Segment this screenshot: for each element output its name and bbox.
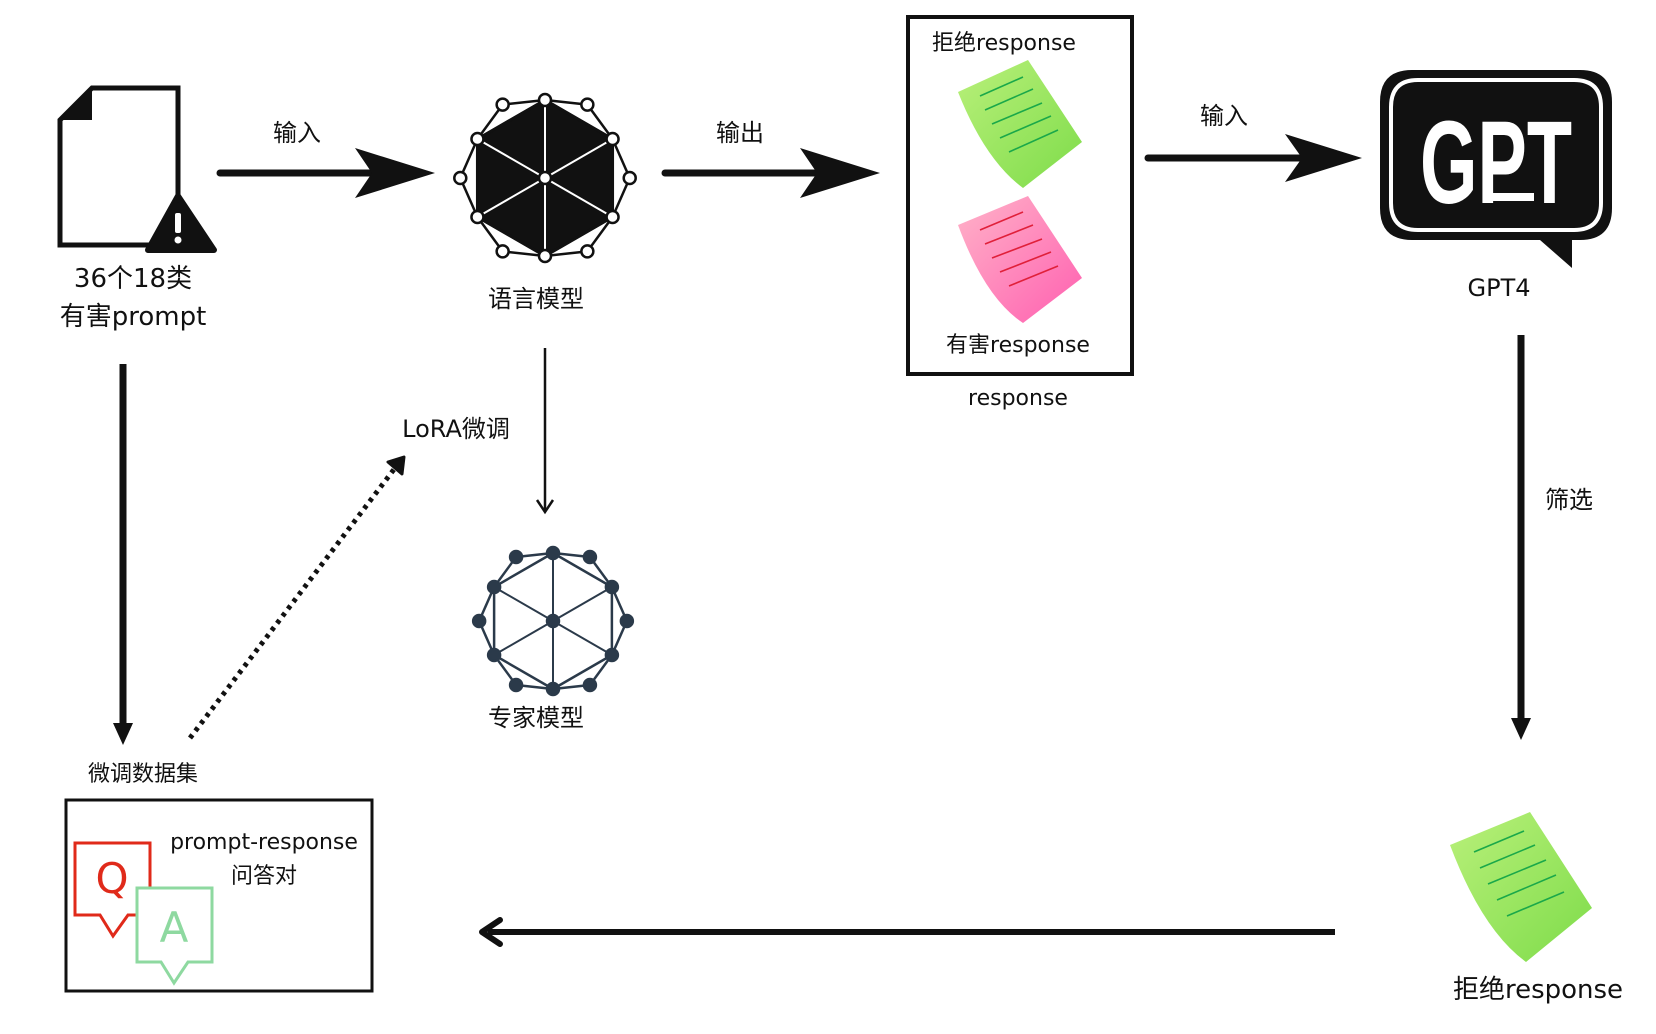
gpt4-label: GPT4 [1467,274,1531,302]
network-node [471,613,487,629]
network-node [470,209,485,225]
network-node [537,92,553,108]
expert-model-label: 专家模型 [488,704,584,732]
network-node [486,647,502,663]
network-center-node [545,613,561,629]
network-node [508,677,524,693]
network-node [545,545,561,561]
network-node [604,647,620,663]
arrow-finetune [535,348,555,515]
answer-letter: A [160,903,189,952]
hexagon-spoke [476,177,546,218]
arrow-output-label: 输出 [716,119,764,147]
network-node [622,170,637,186]
lora-label: LoRA微调 [402,415,510,443]
hexagon-spoke [552,586,613,622]
network-node [537,248,553,264]
arrow-input-1-label: 输入 [273,119,321,147]
dataset-pair-line2: 问答对 [230,864,298,889]
answer-bubble-icon: A [135,886,214,986]
hexagon-spoke [544,138,614,179]
filtered-refuse-label: 拒绝response [1452,975,1624,1005]
response-caption: response [968,386,1068,411]
network-node [495,244,510,259]
network-node [604,579,620,595]
hexagon-spoke [493,620,554,656]
dataset-title: 微调数据集 [87,762,199,787]
network-node [605,131,620,147]
arrow-filter [1511,335,1531,740]
hexagon-spoke [552,620,613,656]
network-node [605,209,620,225]
network-node [580,97,595,112]
expert-model-icon [471,545,635,697]
question-bubble-icon: Q [73,841,152,939]
arrow-filter-label: 筛选 [1545,486,1593,514]
network-center-node [537,170,553,186]
arrow-lora-dotted [188,455,406,740]
arrow-output [661,148,880,198]
question-letter: Q [95,854,128,903]
refuse-note-icon [958,60,1082,188]
network-node [545,681,561,697]
hexagon-spoke [476,138,546,179]
dataset-pair-line1: prompt-response [170,830,358,855]
gpt-logo-text: GPT [1420,97,1572,229]
network-node [582,677,598,693]
arrow-input-1 [216,148,435,198]
language-model-icon [453,92,637,264]
harmful-response-label: 有害response [946,333,1090,358]
arrow-source-to-dataset [113,364,133,745]
arrow-input-2-label: 输入 [1200,102,1248,130]
document-warning-icon [57,85,217,253]
language-model-label: 语言模型 [488,285,584,313]
network-node [508,549,524,565]
filtered-refuse-note-icon [1450,812,1592,962]
refuse-response-label: 拒绝response [932,31,1076,56]
source-label-line2: 有害prompt [59,302,207,332]
harmful-note-icon [958,196,1082,323]
hexagon-spoke [493,586,554,622]
gpt-logo-icon: GPT [1380,70,1612,268]
network-node [486,579,502,595]
arrow-input-2 [1144,134,1362,182]
network-node [619,613,635,629]
network-node [453,170,468,186]
network-node [582,549,598,565]
network-node [470,131,485,147]
source-label-line1: 36个18类 [73,264,193,294]
network-node [580,244,595,259]
hexagon-spoke [544,177,614,218]
arrow-to-dataset [479,917,1335,947]
network-node [495,97,510,112]
